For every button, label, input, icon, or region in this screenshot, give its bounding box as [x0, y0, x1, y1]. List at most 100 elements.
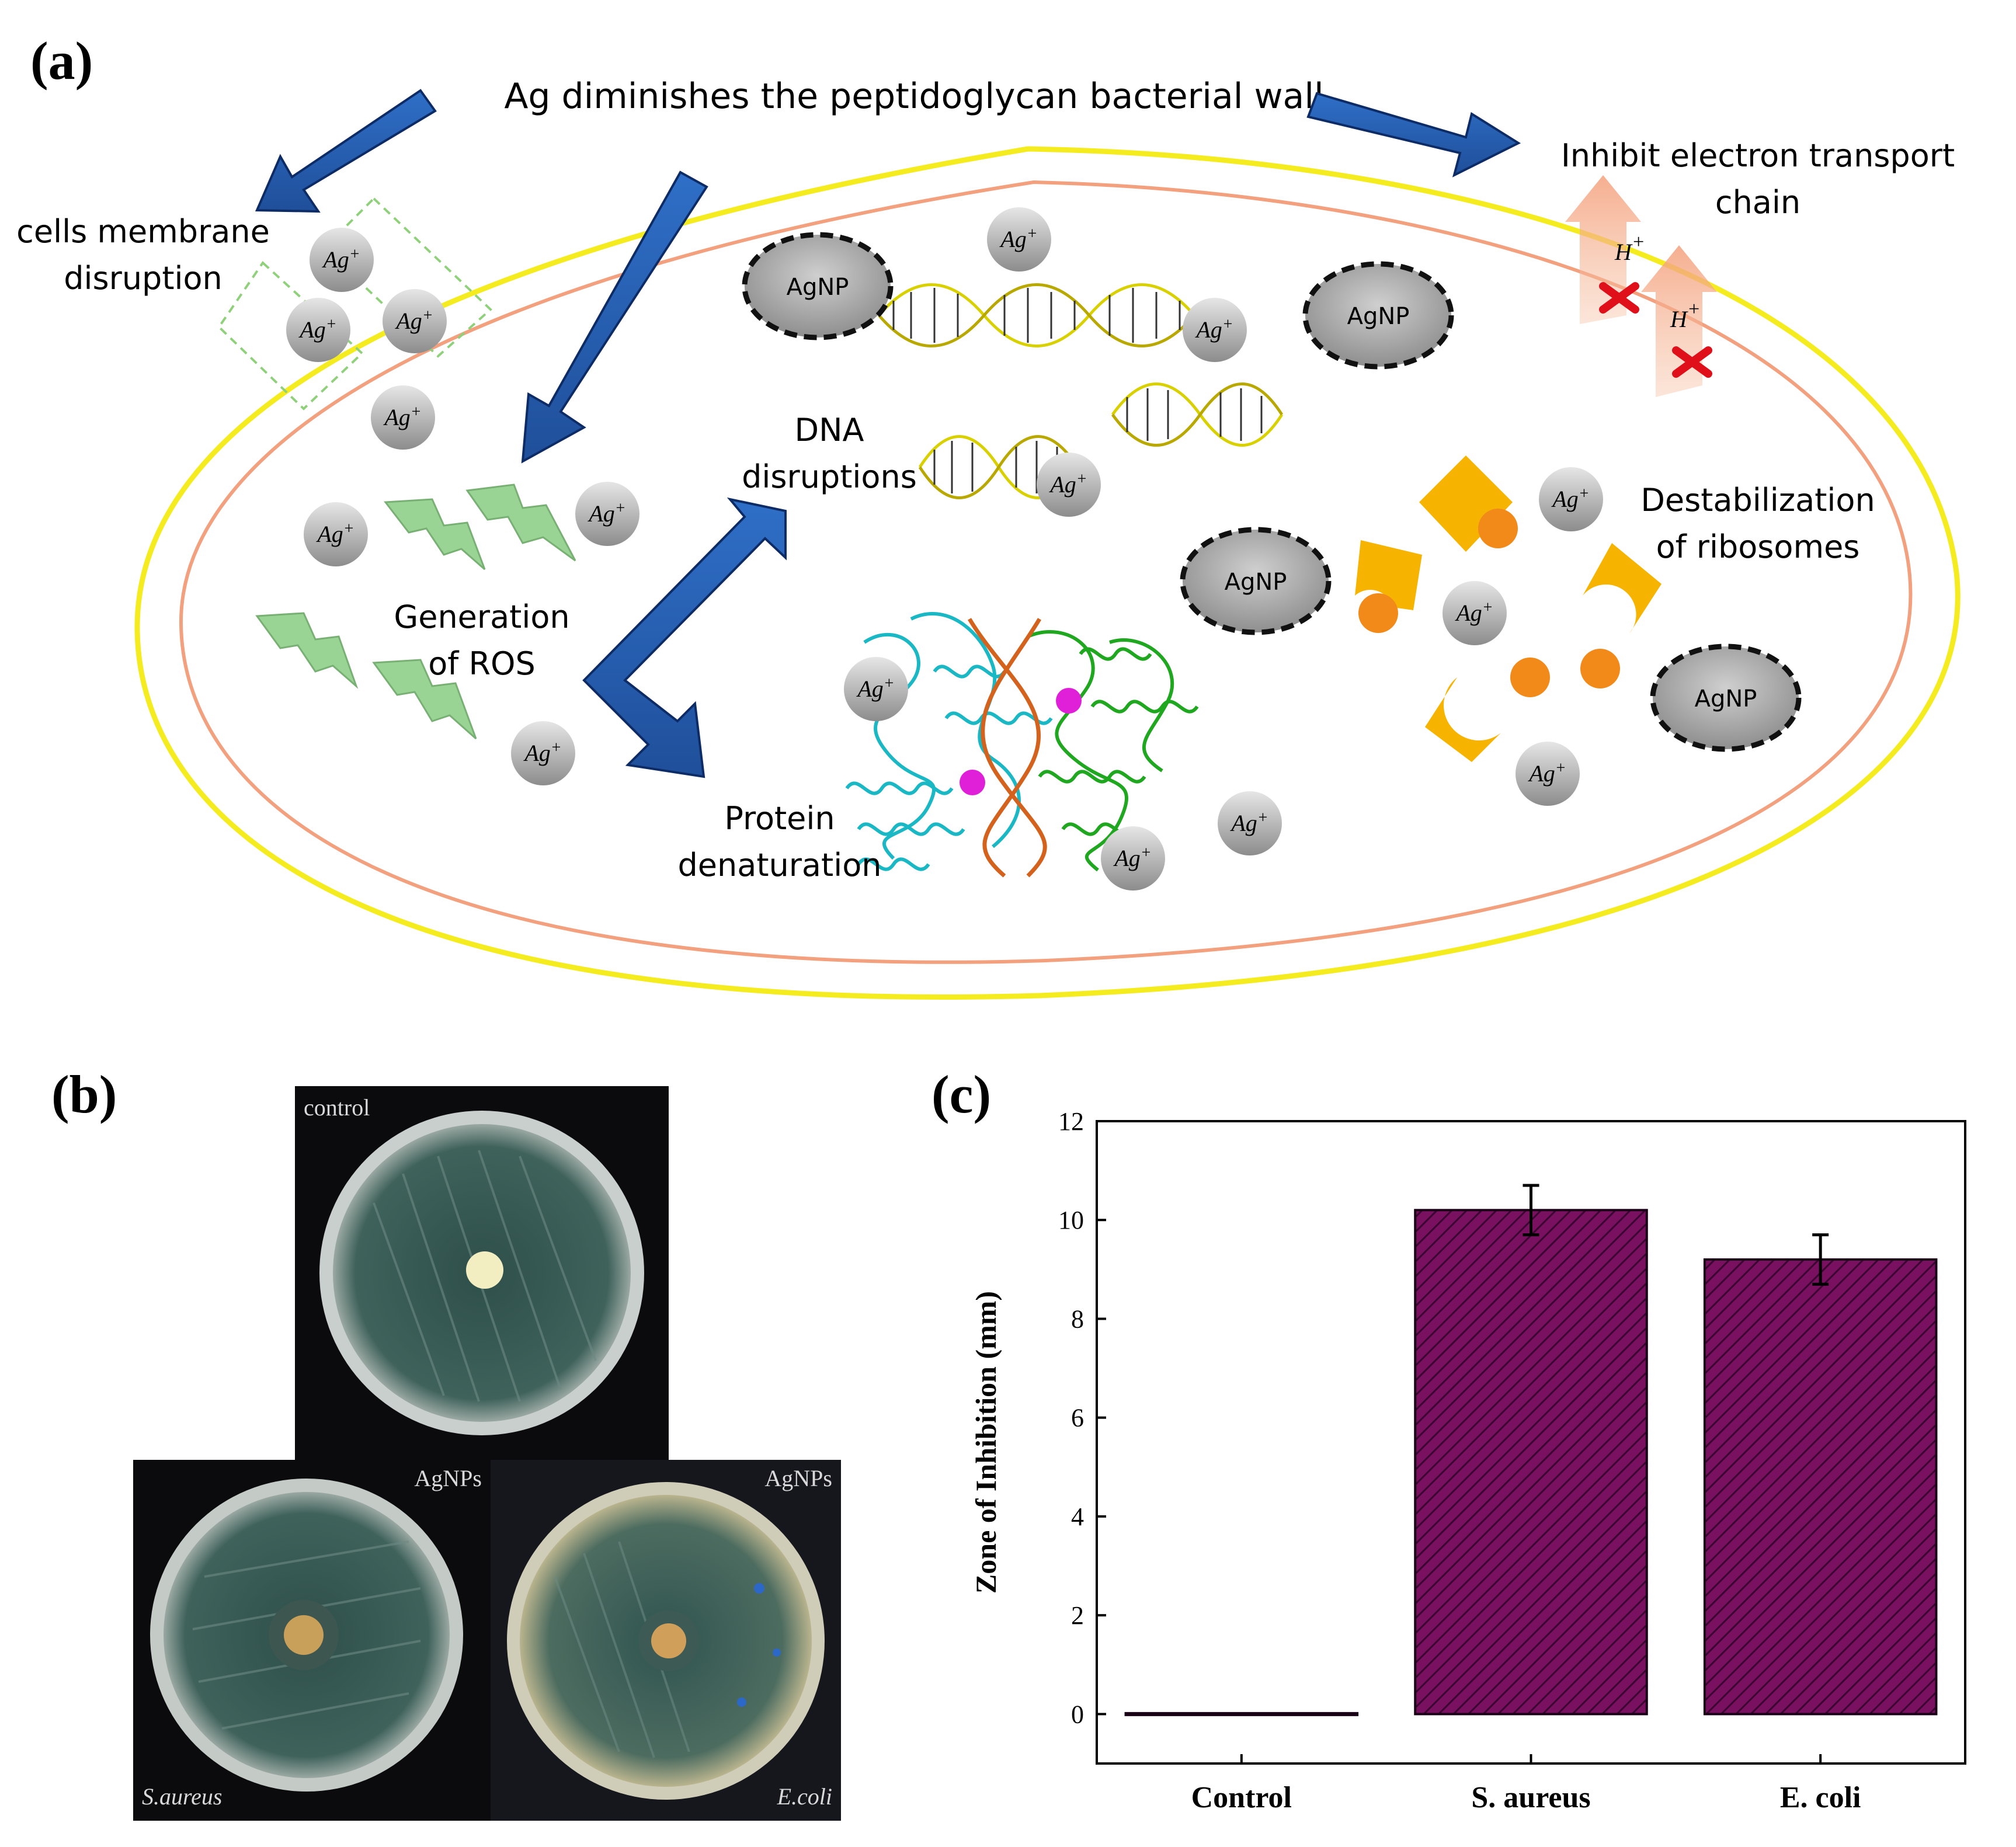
photo-ecoli: AgNPs E.coli [491, 1460, 841, 1821]
bar-chart: Zone of Inhibition (mm) 024681012Control… [969, 1107, 1966, 1814]
y-tick-label: 12 [1058, 1107, 1084, 1136]
x-tick-label: Control [1191, 1781, 1292, 1814]
ribosome-label-line2: of ribosomes [1656, 528, 1860, 565]
silver-nanoparticle: AgNP [1650, 644, 1802, 752]
silver-ion: Ag+ [575, 482, 639, 546]
panel-a: (a) Ag diminishes the peptidoglycan bact… [16, 31, 1961, 1000]
ros-label-line2: of ROS [428, 645, 536, 682]
bar [1703, 1258, 1938, 1716]
silver-nanoparticle: AgNP [1180, 527, 1332, 635]
silver-ion: Ag+ [1443, 581, 1507, 645]
y-tick-label: 10 [1058, 1206, 1084, 1234]
svg-text:AgNP: AgNP [1695, 686, 1757, 712]
ribosome-subunit [1355, 540, 1422, 610]
y-tick-label: 2 [1071, 1601, 1084, 1630]
protein-chain-cyan [845, 612, 1053, 871]
silver-nanoparticles: AgNP AgNP AgNP AgNP [742, 232, 1802, 752]
panel-a-title: Ag diminishes the peptidoglycan bacteria… [504, 76, 1323, 117]
silver-ion: Ag+ [987, 207, 1051, 272]
annotations: cells membrane disruption Inhibit electr… [16, 137, 1955, 884]
y-tick-label: 6 [1071, 1404, 1084, 1432]
photo-control-label: control [304, 1094, 370, 1121]
test-disc [284, 1615, 324, 1655]
arrow-to-electron [1306, 92, 1521, 178]
svg-text:Ag+: Ag+ [321, 245, 360, 273]
panel-a-label: (a) [30, 31, 93, 91]
electron-label-line2: chain [1715, 184, 1801, 221]
arrow-to-membrane [255, 89, 437, 213]
svg-text:Ag+: Ag+ [1454, 599, 1493, 626]
silver-ion: Ag+ [1516, 742, 1580, 806]
panel-b: (b) control AgNPs S [51, 1065, 841, 1821]
block-x-icon [1672, 346, 1712, 378]
photo-ecoli-top-label: AgNPs [764, 1465, 832, 1491]
silver-ion: Ag+ [1183, 298, 1247, 362]
dna-helix-small-2 [1111, 382, 1284, 447]
ribosome-subunit [1425, 677, 1501, 762]
silver-ion: Ag+ [1101, 826, 1165, 891]
inner-cell-membrane [179, 180, 1913, 964]
silver-nanoparticle: AgNP [742, 232, 894, 340]
dna-label-line1: DNA [795, 412, 864, 448]
svg-text:Ag+: Ag+ [1551, 485, 1589, 512]
y-tick-label: 0 [1071, 1700, 1084, 1728]
ribosome-dot [1478, 509, 1518, 548]
membrane-label-line1: cells membrane [16, 213, 270, 250]
silver-ion: Ag+ [1539, 467, 1603, 531]
y-tick-label: 8 [1071, 1305, 1084, 1333]
double-arrow-dna-protein [582, 497, 787, 778]
proton-arrows: H+ H+ [1565, 175, 1717, 397]
svg-text:AgNP: AgNP [1347, 303, 1410, 330]
svg-text:Ag+: Ag+ [1113, 844, 1151, 871]
silver-ion: Ag+ [844, 657, 908, 721]
svg-text:Ag+: Ag+ [1527, 759, 1566, 787]
silver-ion: Ag+ [310, 228, 374, 292]
svg-text:Ag+: Ag+ [1048, 470, 1087, 498]
panel-b-label: (b) [51, 1065, 117, 1124]
photo-saureus-bottom-label: S.aureus [142, 1783, 222, 1810]
svg-text:Ag+: Ag+ [298, 315, 336, 343]
dna-helix-large [878, 283, 1195, 347]
photo-saureus: AgNPs S.aureus [133, 1460, 491, 1821]
x-tick-label: S. aureus [1471, 1781, 1590, 1814]
proton-label-2: H+ [1670, 298, 1701, 332]
svg-text:AgNP: AgNP [787, 274, 849, 301]
ros-bolt [465, 484, 576, 562]
bar [1414, 1209, 1648, 1716]
ribosome-dot [1580, 649, 1620, 688]
ribosome-subunit [1583, 543, 1662, 634]
panel-c: (c) Zone of Inhibition (mm) 024681012Con… [931, 1065, 1966, 1814]
svg-text:Ag+: Ag+ [1194, 315, 1233, 343]
protein-label-line1: Protein [724, 800, 835, 837]
svg-text:AgNP: AgNP [1225, 569, 1287, 596]
proton-arrow-1 [1565, 175, 1641, 324]
y-tick-label: 4 [1071, 1502, 1084, 1531]
silver-ion: Ag+ [511, 721, 575, 785]
protein-label-line2: denaturation [678, 847, 882, 884]
panel-c-label: (c) [931, 1065, 991, 1124]
ribosome-dot [1358, 593, 1398, 633]
ribosome-subunit [1419, 455, 1513, 552]
svg-text:Ag+: Ag+ [1229, 809, 1268, 836]
silver-ion: Ag+ [1037, 453, 1101, 517]
electron-label-line1: Inhibit electron transport [1561, 137, 1955, 174]
arrow-to-ros [521, 171, 708, 464]
ribosome-dot [1510, 658, 1550, 697]
bar [1124, 1712, 1359, 1716]
test-disc [466, 1251, 503, 1289]
ros-bolt [372, 659, 477, 740]
photo-saureus-top-label: AgNPs [414, 1465, 482, 1491]
outer-cell-wall [134, 146, 1961, 1000]
protein-structure [845, 612, 1199, 878]
protein-chain-green [1027, 630, 1199, 872]
proton-label-1: H+ [1614, 231, 1645, 265]
dna-label-line2: disruptions [742, 458, 917, 495]
svg-text:Ag+: Ag+ [315, 520, 354, 547]
silver-ion: Ag+ [383, 289, 447, 353]
metal-ion-sphere [1056, 688, 1082, 714]
svg-text:Ag+: Ag+ [523, 739, 561, 766]
metal-ion-sphere [960, 770, 985, 795]
block-x-icon [1599, 282, 1639, 314]
